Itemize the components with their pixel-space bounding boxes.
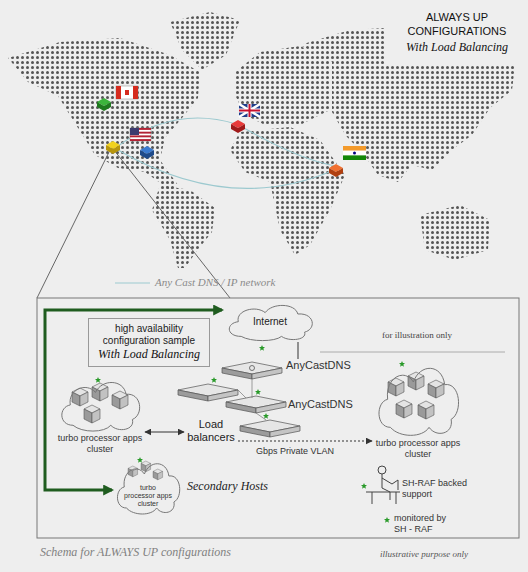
cloud-outline xyxy=(372,358,464,438)
zoom-lines xyxy=(37,150,230,298)
failover-arrow xyxy=(45,310,222,490)
note-label: Any Cast DNS / IP network xyxy=(155,275,275,289)
diagram-title: ALWAYS UP CONFIGURATIONS xyxy=(392,10,522,38)
link-connector xyxy=(145,432,184,433)
config-box: high availability configuration sampleWi… xyxy=(88,318,210,367)
node-text: AnyCastDNS xyxy=(286,359,351,372)
cloud-outline xyxy=(55,375,145,433)
diagram-caption: Schema for ALWAYS UP configurations xyxy=(40,545,231,560)
device-label: Load balancers xyxy=(184,418,238,444)
link-connector xyxy=(238,441,372,442)
cloud-node: Internet xyxy=(222,300,318,342)
flag-us xyxy=(130,128,151,141)
detail-frame xyxy=(37,298,519,538)
note-label: illustrative purpose only xyxy=(380,549,468,560)
node-text: high availability configuration sample xyxy=(93,323,205,347)
flag-india xyxy=(343,146,366,160)
cloud-node: turbo processor apps cluster xyxy=(55,375,145,455)
divider-line xyxy=(320,352,505,353)
node-text: turbo processor apps cluster xyxy=(55,433,145,455)
cluster-label: turbo processor apps cluster xyxy=(124,484,172,508)
flag-uk xyxy=(239,104,260,117)
network-devices xyxy=(178,362,300,437)
note-label: for illustration only xyxy=(382,330,452,341)
node-text: AnyCastDNS xyxy=(288,398,353,411)
note-label: With Load Balancing xyxy=(392,40,522,55)
support-person xyxy=(366,466,400,504)
network-arcs xyxy=(115,118,336,283)
cloud-node: turbo processor apps cluster Secondary Ho… xyxy=(112,456,268,516)
cloud-node: turbo processor apps cluster xyxy=(372,358,464,460)
note-label: monitored by SH - RAF xyxy=(394,513,454,535)
location-pins xyxy=(97,98,343,177)
flag-canada xyxy=(116,86,138,99)
node-text: turbo processor apps cluster xyxy=(372,438,464,460)
device-label: AnyCastDNS xyxy=(288,398,353,411)
node-text: Load balancers xyxy=(184,418,238,444)
node-text: With Load Balancing xyxy=(93,347,205,362)
device-label: AnyCastDNS xyxy=(286,359,351,372)
note-label: Gbps Private VLAN xyxy=(256,446,334,457)
note-label: SH-RAF backed support xyxy=(402,478,468,500)
group-heading: Secondary Hosts xyxy=(187,479,268,494)
cloud-label: Internet xyxy=(222,316,318,328)
link-connector xyxy=(298,342,299,359)
